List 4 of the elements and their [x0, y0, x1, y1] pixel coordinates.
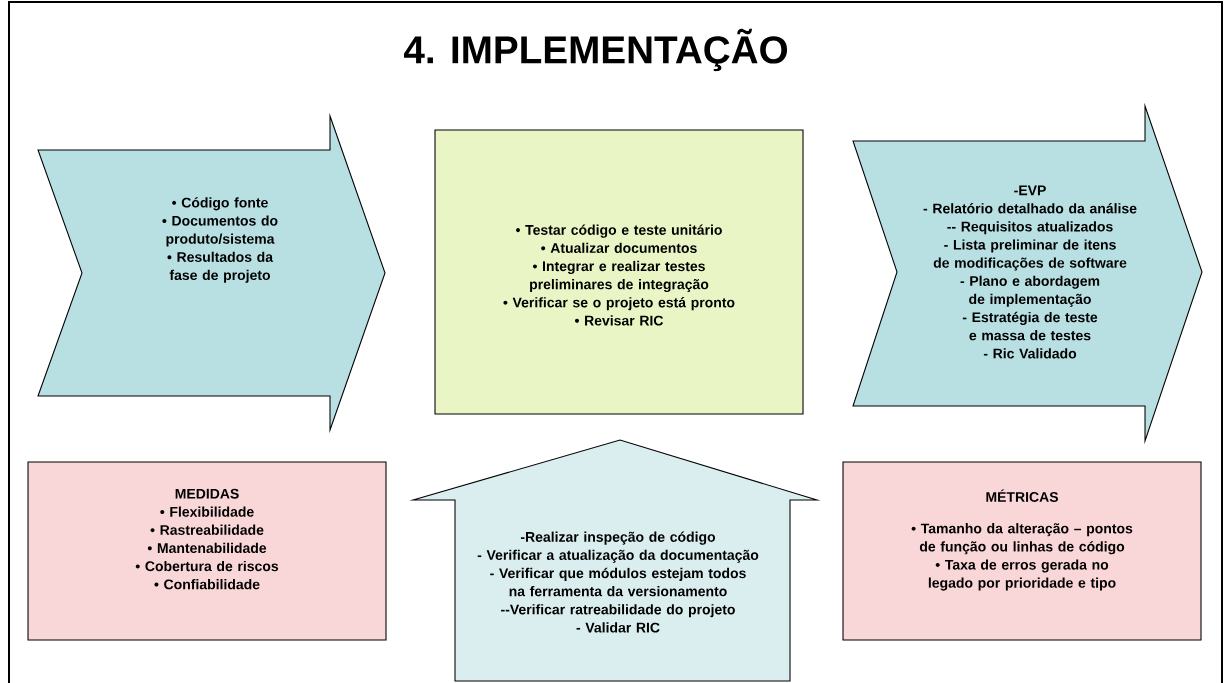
- measures-box: MEDIDAS • Flexibilidade • Rastreabilidade • Mantenabilidade • Cobertura de riscos • Confiabilidade: [27, 461, 387, 641]
- metrics-box: MÉTRICAS • Tamanho da alteração – pontos de função ou linhas de código • Taxa de erros gerada no legado por prioridade e tipo: [842, 461, 1202, 641]
- process-box: • Testar código e teste unitário • Atualizar documentos • Integrar e realizar testes preliminares de integração • Verificar se o projeto está pronto • Revisar RIC: [434, 129, 804, 415]
- title: 4. IMPLEMENTAÇÃO: [403, 28, 788, 72]
